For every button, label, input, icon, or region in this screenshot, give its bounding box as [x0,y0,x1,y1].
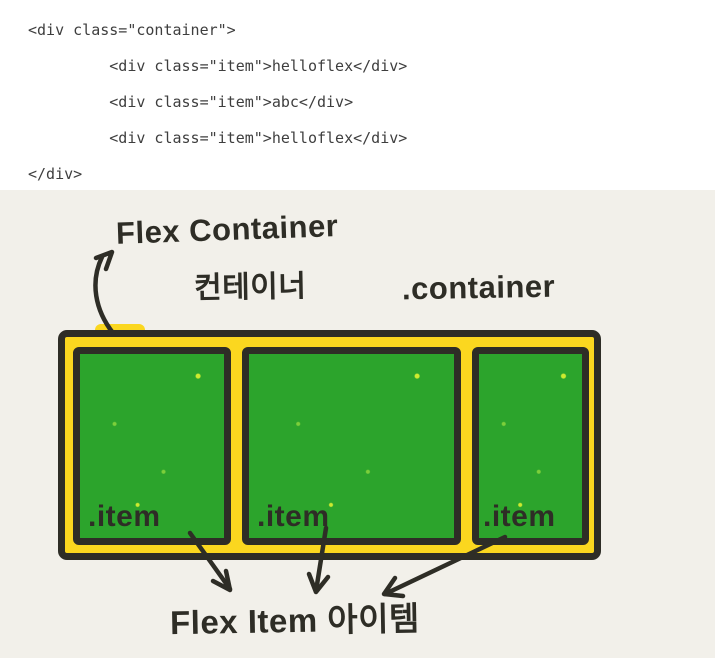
flexbox-diagram: Flex Container 컨테이너 .container .item .it… [0,190,715,658]
flex-item-box-2: .item [242,347,461,545]
code-line-item-2: <div class="item">abc</div> [28,93,354,111]
container-korean-label: 컨테이너 [193,270,307,305]
flex-item-box-1: .item [73,347,231,545]
item-class-label-3: .item [483,500,556,533]
code-line-item-3: <div class="item">helloflex</div> [28,129,408,147]
code-line-container-close: </div> [28,165,83,183]
flex-container-title: Flex Container [115,208,339,251]
code-line-container-open: <div class="container"> [28,21,236,39]
code-line-item-1: <div class="item">helloflex</div> [28,57,408,75]
item-class-label-2: .item [257,500,330,533]
flex-container-box: .item .item .item [58,330,601,560]
item-class-label-1: .item [88,500,161,533]
flex-item-box-3: .item [472,347,589,545]
container-pointer-arrow [93,249,116,336]
code-snippet: <div class="container"> <div class="item… [0,0,715,190]
container-class-label: .container [401,268,556,307]
flex-item-title: Flex Item 아이템 [169,599,421,642]
